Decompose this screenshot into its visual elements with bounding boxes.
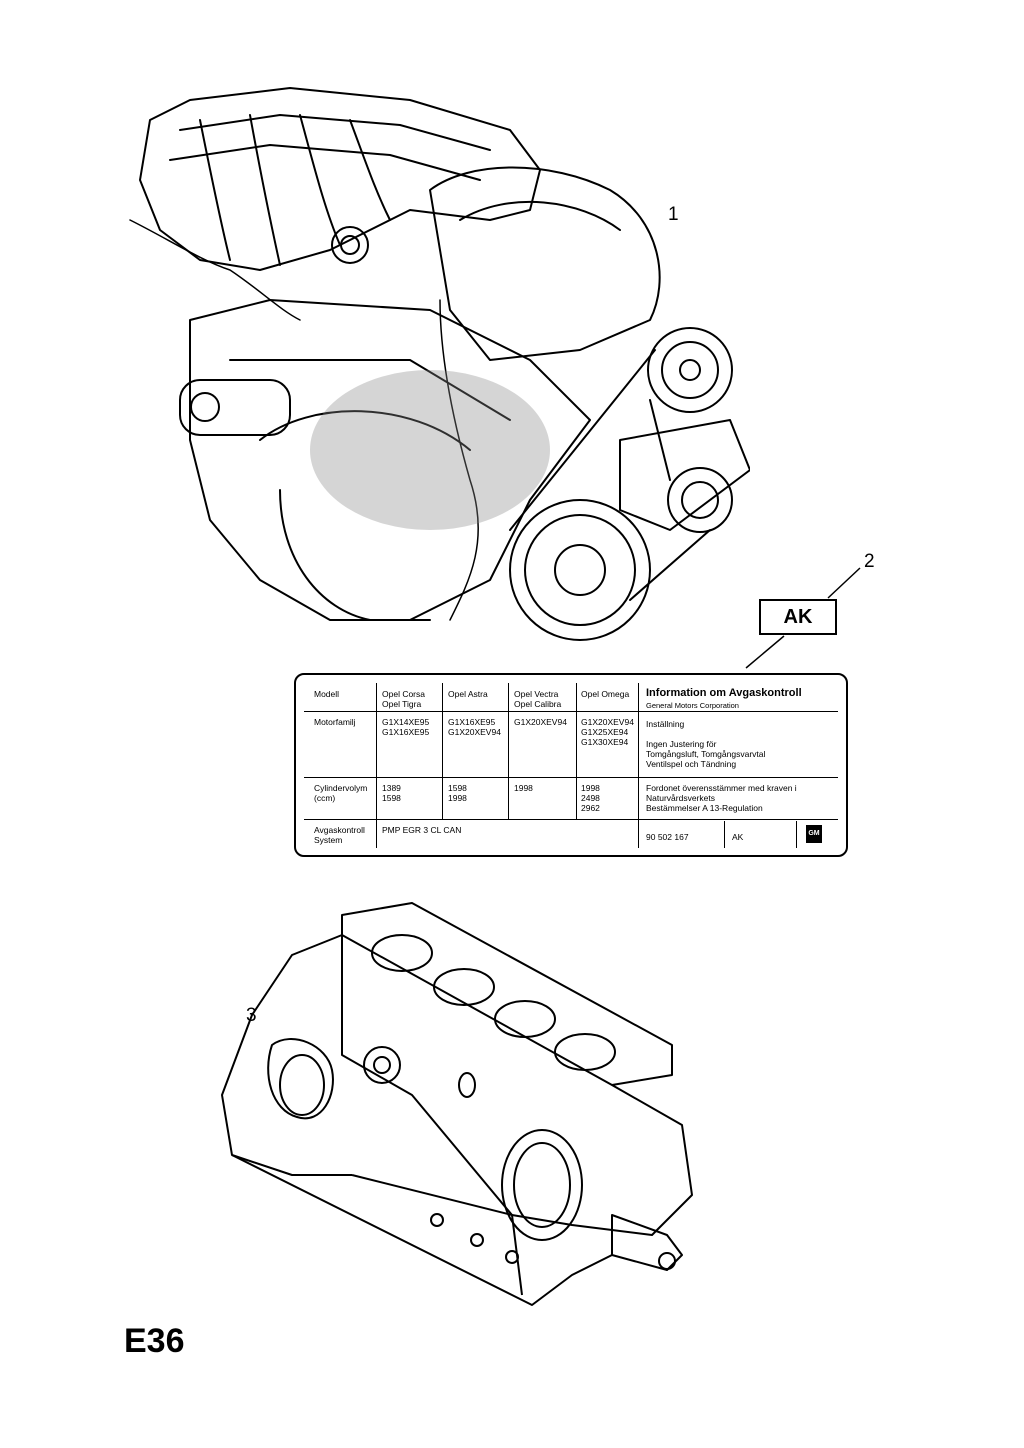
divider: [508, 683, 509, 819]
label-motorfamilj: Motorfamilj: [314, 717, 356, 727]
label-motorfamilj-col2: G1X16XE95 G1X20XEV94: [448, 717, 501, 737]
label-motorfamilj-col1: G1X14XE95 G1X16XE95: [382, 717, 430, 737]
callout-1: 1: [668, 204, 679, 225]
label-avgas-system-value: PMP EGR 3 CL CAN: [382, 825, 462, 835]
engine-assembly-illustration: [129, 87, 750, 641]
label-col4-models: Opel Omega: [581, 689, 630, 699]
callout-2: 2: [864, 551, 875, 572]
gm-logo: GM: [806, 825, 822, 843]
label-cylinder-col2: 1598 1998: [448, 783, 467, 803]
label-col3-models: Opel Vectra Opel Calibra: [514, 689, 562, 709]
label-modell: Modell: [314, 689, 340, 699]
label-part-number: 90 502 167: [646, 832, 689, 842]
label-installning-info: Inställning Ingen Justering för Tomgångs…: [646, 719, 766, 769]
divider: [304, 777, 838, 778]
label-motorfamilj-col4: G1X20XEV94 G1X25XE94 G1X30XE94: [581, 717, 634, 747]
label-regulation-info: Fordonet överensstämmer med kraven i Nat…: [646, 783, 797, 813]
label-col1-models: Opel Corsa Opel Tigra: [382, 689, 425, 709]
divider: [376, 683, 377, 848]
page-code: E36: [124, 1322, 185, 1360]
label-col2-models: Opel Astra: [448, 689, 488, 699]
divider: [442, 683, 443, 819]
label-cylinder-col1: 1389 1598: [382, 783, 401, 803]
divider: [576, 683, 577, 819]
label-title: Information om Avgaskontroll: [646, 687, 802, 699]
ak-code-box: AK: [759, 599, 837, 635]
label-ak-code: AK: [732, 832, 744, 842]
divider: [796, 821, 797, 848]
leader-line-2: [745, 567, 861, 669]
label-avgaskontroll: Avgaskontroll System: [314, 825, 365, 845]
divider: [304, 711, 838, 712]
label-subtitle: General Motors Corporation: [646, 701, 739, 710]
divider: [304, 819, 838, 820]
divider: [638, 683, 639, 848]
cylinder-block-illustration: [221, 902, 693, 1306]
label-motorfamilj-col3: G1X20XEV94: [514, 717, 567, 727]
label-cylindervolym: Cylindervolym (ccm): [314, 783, 368, 803]
label-cylinder-col4: 1998 2498 2962: [581, 783, 600, 813]
divider: [724, 821, 725, 848]
label-cylinder-col3: 1998: [514, 783, 533, 793]
emission-label-plate: Modell Opel Corsa Opel Tigra Opel Astra …: [294, 673, 848, 857]
